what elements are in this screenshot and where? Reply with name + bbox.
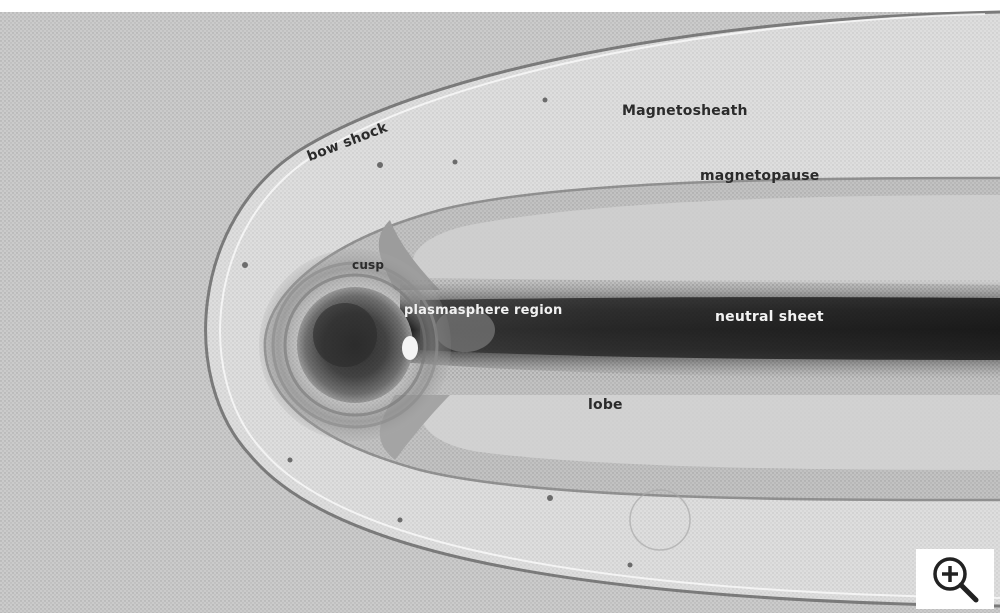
zoom-in-button[interactable] xyxy=(916,549,994,609)
neutral-sheet-label: neutral sheet xyxy=(715,309,824,325)
magnetopause-label: magnetopause xyxy=(700,168,820,184)
plasma-region-label: plasmasphere region xyxy=(404,303,562,318)
zoom-in-icon xyxy=(928,552,982,606)
lobe-label: lobe xyxy=(588,397,623,413)
magnetosheath-label: Magnetosheath xyxy=(622,103,748,119)
cusp-label: cusp xyxy=(352,258,384,272)
